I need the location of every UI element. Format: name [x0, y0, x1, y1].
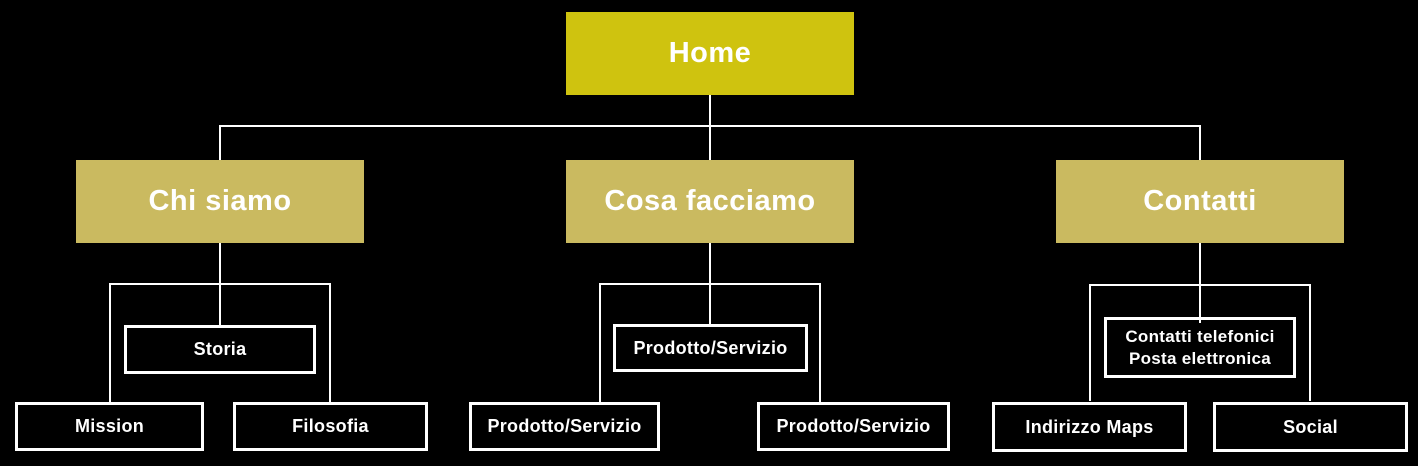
- node-contatti-info: Contatti telefonici Posta elettronica: [1104, 317, 1296, 378]
- connector-line: [1199, 125, 1201, 160]
- node-contatti: Contatti: [1056, 160, 1344, 243]
- connector-line: [1199, 243, 1201, 323]
- connector-line: [709, 125, 711, 160]
- node-chi-siamo: Chi siamo: [76, 160, 364, 243]
- node-cosa-facciamo-label: Cosa facciamo: [604, 185, 816, 217]
- node-prodotto-servizio-right-label: Prodotto/Servizio: [776, 416, 931, 436]
- node-contatti-info-line1: Contatti telefonici: [1125, 326, 1275, 346]
- node-filosofia-label: Filosofia: [292, 416, 369, 436]
- node-storia: Storia: [124, 325, 316, 374]
- connector-line: [329, 283, 331, 402]
- node-prodotto-servizio-right: Prodotto/Servizio: [757, 402, 950, 451]
- connector-line: [709, 95, 711, 126]
- node-prodotto-servizio-left: Prodotto/Servizio: [469, 402, 660, 451]
- node-social-label: Social: [1283, 416, 1338, 437]
- node-mission: Mission: [15, 402, 204, 451]
- connector-line: [1309, 284, 1311, 401]
- node-indirizzo-maps-label: Indirizzo Maps: [1025, 416, 1154, 437]
- connector-line: [219, 125, 221, 160]
- node-contatti-label: Contatti: [1143, 185, 1257, 217]
- connector-line: [109, 283, 111, 402]
- node-prodotto-servizio-mid-label: Prodotto/Servizio: [633, 337, 788, 358]
- node-mission-label: Mission: [74, 416, 145, 436]
- node-filosofia: Filosofia: [233, 402, 428, 451]
- connector-line: [819, 283, 821, 402]
- node-chi-siamo-label: Chi siamo: [148, 185, 292, 217]
- node-home-label: Home: [668, 37, 752, 69]
- connector-line: [1089, 284, 1091, 401]
- connector-line: [109, 283, 331, 285]
- node-home: Home: [566, 12, 854, 95]
- node-contatti-info-line2: Posta elettronica: [1128, 348, 1272, 368]
- node-social: Social: [1213, 402, 1408, 452]
- connector-line: [599, 283, 601, 402]
- connector-line: [1089, 284, 1311, 286]
- node-indirizzo-maps: Indirizzo Maps: [992, 402, 1187, 452]
- node-prodotto-servizio-left-label: Prodotto/Servizio: [487, 416, 642, 436]
- node-prodotto-servizio-mid: Prodotto/Servizio: [613, 324, 808, 372]
- node-storia-label: Storia: [193, 339, 247, 359]
- connector-line: [599, 283, 821, 285]
- node-cosa-facciamo: Cosa facciamo: [566, 160, 854, 243]
